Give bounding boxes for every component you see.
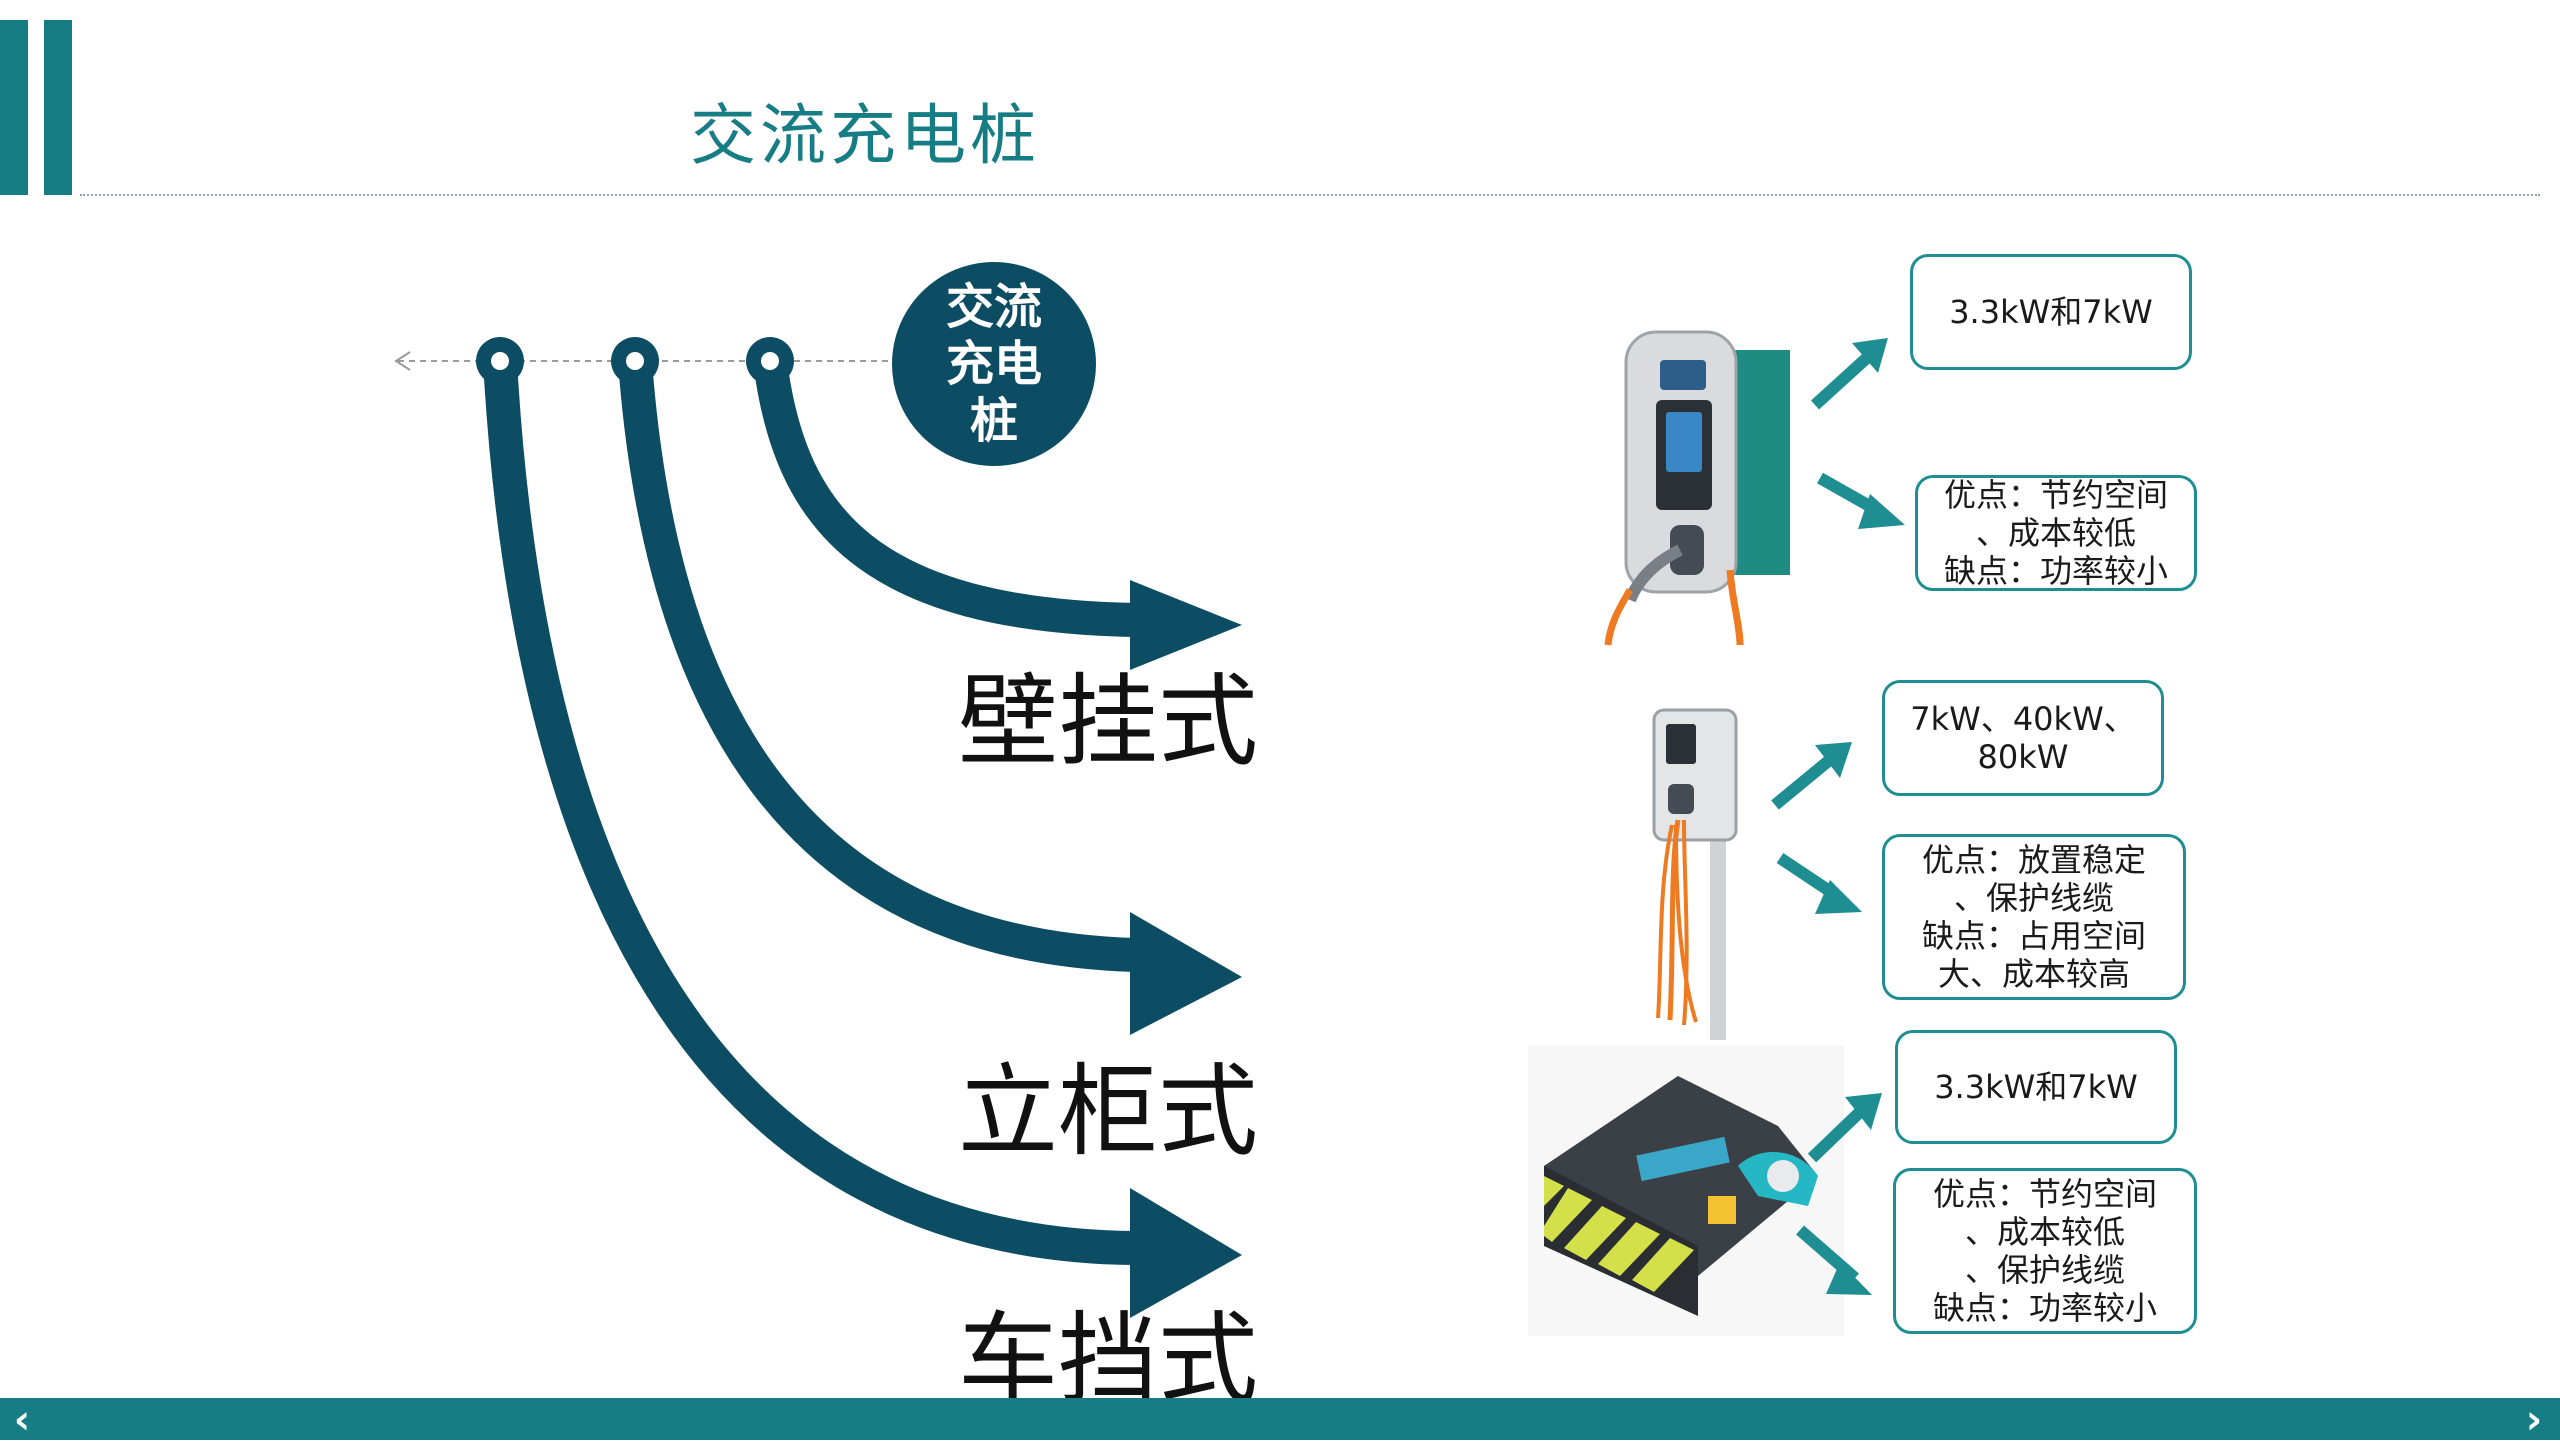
corner-bar-right <box>44 20 72 195</box>
spec-power-wheel: 3.3kW和7kW <box>1895 1030 2177 1144</box>
type-label-wheel: 车挡式 <box>958 1301 1258 1418</box>
hub-circle: 交流 充电 桩 <box>892 262 1096 466</box>
floor-charger-image <box>1652 708 1738 1040</box>
axis-arrowhead-icon <box>394 351 411 371</box>
node-ring-wheel <box>476 337 524 385</box>
footer-bar <box>0 1398 2560 1440</box>
spec-notes-wheel: 优点：节约空间 、成本较低 、保护线缆 缺点：功率较小 <box>1893 1168 2197 1334</box>
arrowhead-floor-standing <box>1130 912 1242 1035</box>
corner-bar-left <box>0 20 28 195</box>
wall-charger-image <box>1604 330 1790 646</box>
arrow-floor-standing <box>618 359 1136 972</box>
spec-power-wall: 3.3kW和7kW <box>1910 254 2192 370</box>
arrow-wheel-stop <box>483 360 1136 1265</box>
type-label-floor: 立柜式 <box>958 1053 1258 1170</box>
hazard-stripes <box>1544 1176 1694 1292</box>
spec-power-floor: 7kW、40kW、 80kW <box>1882 680 2164 796</box>
type-label-wall: 壁挂式 <box>958 663 1258 780</box>
chevron-right-icon[interactable]: › <box>2525 1397 2543 1443</box>
node-ring-wall <box>746 337 794 385</box>
wheel-stop-charger-image <box>1528 1046 1844 1336</box>
node-ring-floor <box>611 337 659 385</box>
arrow-wall-mounted <box>753 358 1136 637</box>
spec-notes-floor: 优点：放置稳定 、保护线缆 缺点：占用空间 大、成本较高 <box>1882 834 2186 1000</box>
chevron-left-icon[interactable]: ‹ <box>13 1397 31 1443</box>
page-title: 交流充电桩 <box>690 97 1040 174</box>
arrowhead-wheel-stop <box>1130 1188 1242 1318</box>
arrowhead-wall-mounted <box>1130 580 1242 670</box>
header-divider <box>80 194 2540 196</box>
spec-notes-wall: 优点：节约空间 、成本较低 缺点：功率较小 <box>1915 475 2197 591</box>
